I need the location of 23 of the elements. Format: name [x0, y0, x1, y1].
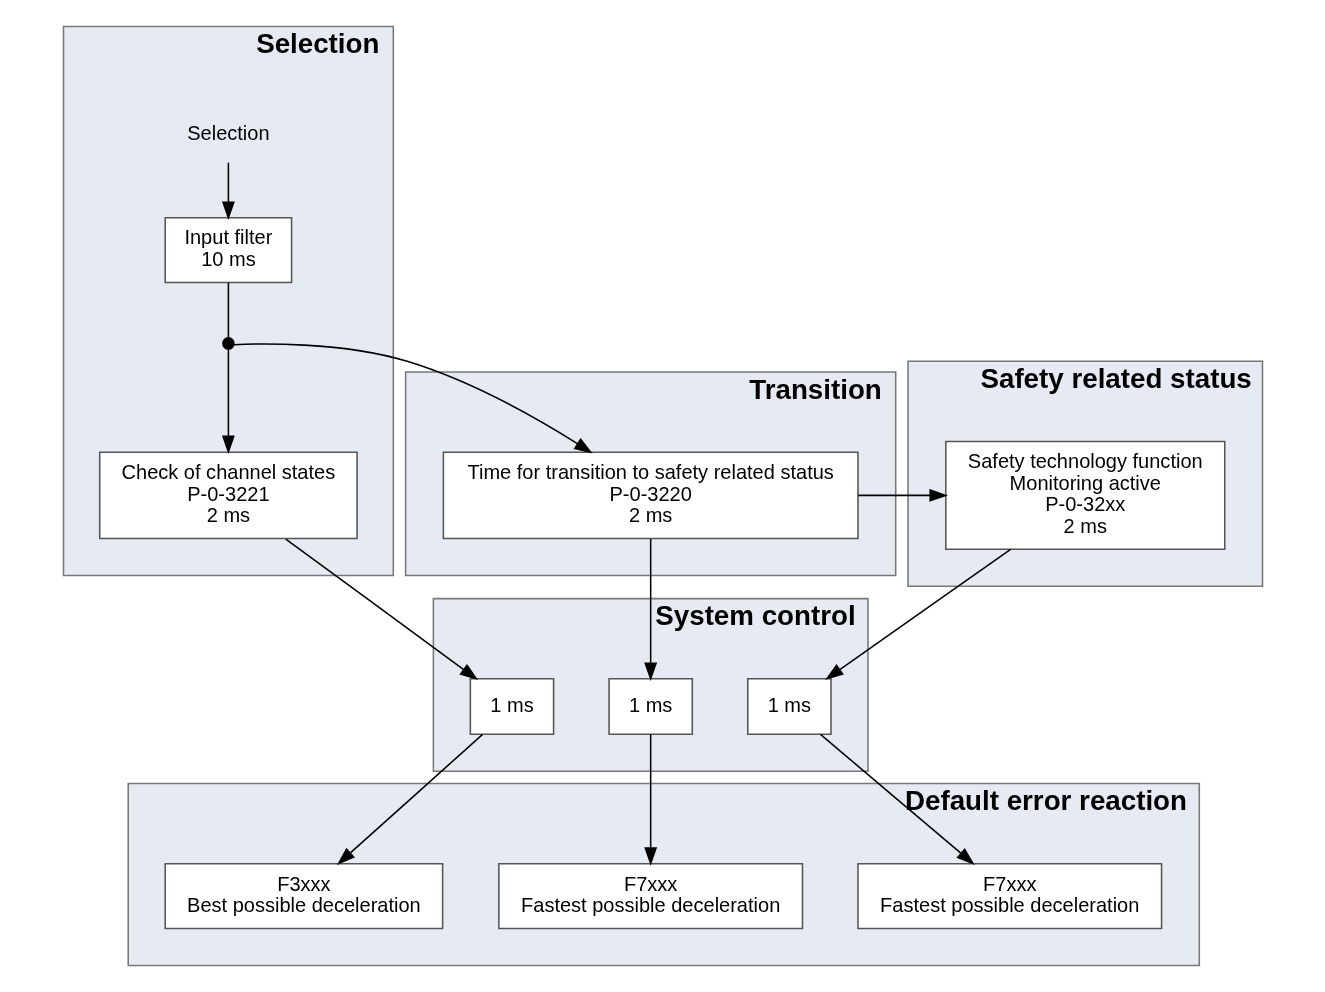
node-box: F3xxx Best possible deceleration [163, 862, 443, 930]
node-box: Input filter 10 ms [163, 216, 292, 284]
arrow [819, 733, 975, 865]
node-box: 1 ms [469, 678, 554, 736]
node-box: Check of channel states P-0-3221 2 ms [98, 451, 358, 540]
arrow [336, 733, 483, 865]
arrow [284, 538, 478, 681]
arrow [221, 161, 235, 220]
node-text: Selection [186, 121, 270, 144]
arrow [824, 548, 1011, 680]
arrow [232, 343, 593, 454]
arrow [856, 488, 948, 502]
node-box: F7xxx Fastest possible deceleration [497, 862, 803, 930]
node-box: 1 ms [746, 678, 832, 736]
node-box: F7xxx Fastest possible deceleration [856, 862, 1162, 930]
arrow [221, 348, 235, 455]
connector [227, 281, 229, 339]
node-box: 1 ms [607, 678, 693, 736]
node-box: Safety technology function Monitoring active P-0-32xx 2 ms [944, 440, 1225, 551]
node-box: Time for transition to safety related status P-0-3220 2 ms [442, 451, 859, 540]
node-circle [221, 337, 235, 350]
arrow [643, 538, 657, 682]
arrow [643, 733, 657, 866]
